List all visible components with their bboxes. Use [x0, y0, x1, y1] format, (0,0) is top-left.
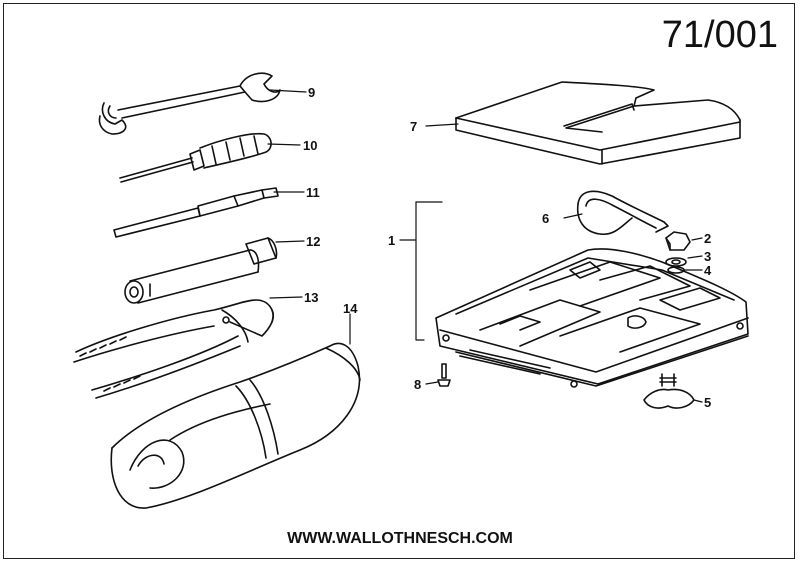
- callout-1: 1: [388, 233, 395, 248]
- pin-punch-part: [113, 187, 279, 238]
- callout-4: 4: [704, 263, 712, 278]
- callout-5: 5: [704, 395, 711, 410]
- box-spanner-part: [124, 237, 278, 304]
- tool-tray-part: [435, 248, 749, 388]
- callout-6: 6: [542, 211, 549, 226]
- page-border: [3, 3, 795, 559]
- tool-bag-part: [110, 342, 361, 509]
- open-end-wrench-part: [98, 72, 281, 135]
- wing-nut-part: [643, 373, 695, 409]
- callout-14: 14: [343, 301, 358, 316]
- nut-and-washers-part: [665, 231, 691, 274]
- callout-10: 10: [303, 138, 317, 153]
- website-footer: WWW.WALLOTHNESCH.COM: [287, 530, 513, 547]
- diagram-number: 71/001: [661, 14, 778, 56]
- leader-lines: [267, 89, 703, 403]
- callout-13: 13: [304, 290, 318, 305]
- callout-labels: 9 10 11 12 13 14 7 6 2 3 4 5 1 8: [303, 85, 712, 410]
- callout-3: 3: [704, 249, 711, 264]
- foam-insert-part: [455, 81, 741, 165]
- callout-11: 11: [306, 185, 320, 200]
- callout-2: 2: [704, 231, 711, 246]
- screwdriver-part: [119, 132, 272, 183]
- callout-12: 12: [306, 234, 320, 249]
- screw-part: [437, 363, 451, 387]
- tie-strap-part: [576, 190, 669, 236]
- slip-joint-pliers-part: [73, 299, 275, 399]
- callout-7: 7: [410, 119, 417, 134]
- callout-8: 8: [414, 377, 421, 392]
- callout-9: 9: [308, 85, 315, 100]
